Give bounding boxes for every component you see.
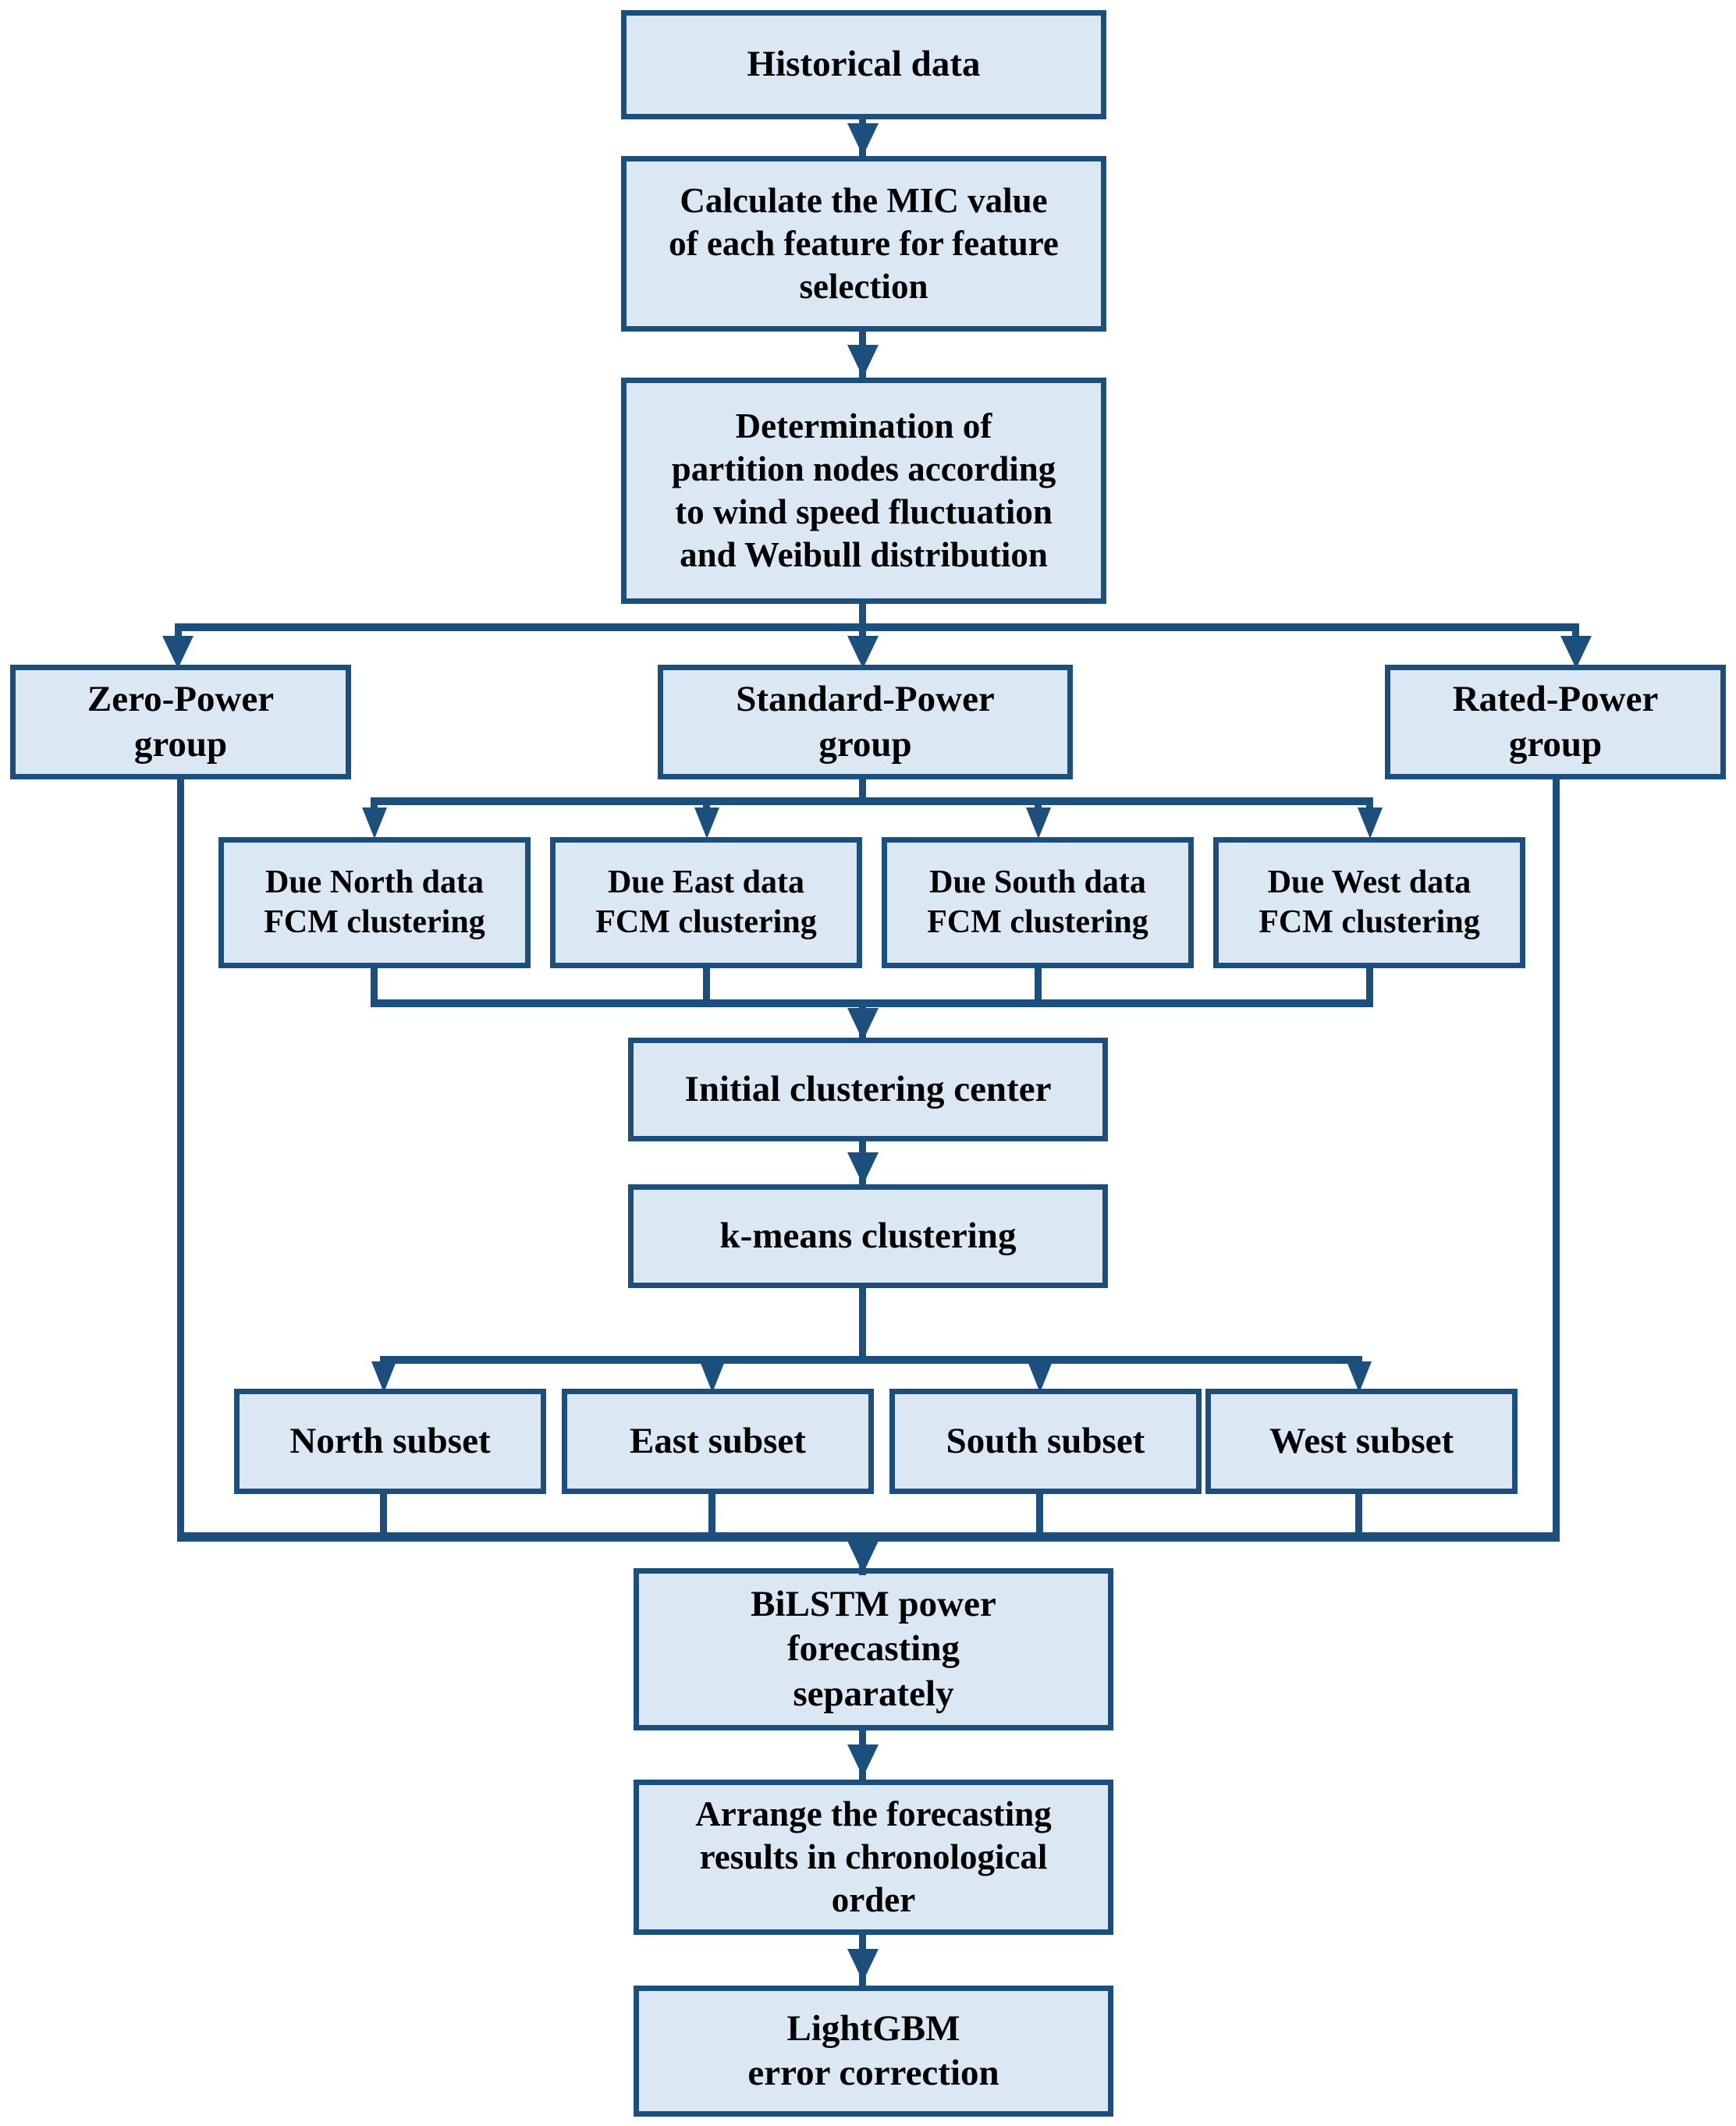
edge-partition-to-rated-power-drop [1572,623,1579,644]
edge-standard-to-fcm-west-drop [1366,797,1373,813]
node-partition-nodes-label: Determination of partition nodes accordi… [671,406,1056,574]
edge-historical-to-mic-arrowhead [847,123,879,156]
node-fcm-south-label: Due South data FCM clustering [927,864,1148,940]
node-bilstm[interactable]: BiLSTM power forecasting separately [634,1568,1113,1730]
edge-standard-to-fcm-north-drop [371,797,378,813]
node-east-subset-label: East subset [630,1420,806,1461]
node-fcm-south[interactable]: Due South data FCM clustering [882,837,1194,968]
edge-partition-stem [859,604,866,627]
node-partition-nodes[interactable]: Determination of partition nodes accordi… [621,378,1106,604]
node-west-subset-label: West subset [1269,1420,1454,1461]
edge-kmeans-to-east-subset-arrowhead [700,1361,725,1393]
node-standard-power-group[interactable]: Standard-Power group [658,665,1073,779]
node-fcm-east-label: Due East data FCM clustering [595,864,817,940]
edge-fcm-south-riser [1035,968,1042,1006]
edge-rated-power-to-bilstm-vertical [1553,779,1560,1540]
edge-bottom-merge-bar [177,1532,1560,1542]
edge-standard-to-fcm-south-arrowhead [1026,807,1051,839]
edge-east-subset-riser [708,1494,715,1539]
edge-initial-center-to-kmeans-arrowhead [847,1152,879,1185]
edge-partition-to-standard-power-arrowhead [847,636,879,669]
node-initial-clustering-center[interactable]: Initial clustering center [628,1038,1108,1141]
node-zero-power-group-label: Zero-Power group [87,679,275,765]
node-north-subset[interactable]: North subset [234,1389,546,1494]
edge-standard-to-fcm-south-drop [1035,797,1042,813]
edge-fcm-west-riser [1366,968,1373,1006]
node-east-subset[interactable]: East subset [562,1389,874,1494]
node-fcm-north[interactable]: Due North data FCM clustering [218,837,531,968]
edge-fcm-merge-bar [371,999,1373,1007]
edge-standard-to-fcm-east-drop [703,797,710,813]
node-west-subset[interactable]: West subset [1205,1389,1518,1494]
edge-standard-to-fcm-west-arrowhead [1358,807,1383,839]
node-rated-power-group-label: Rated-Power group [1452,679,1659,765]
edge-fcm-north-riser [371,968,378,1006]
edge-fcm-merge-arrowhead [847,1008,879,1041]
edge-partition-distribution-bar [175,623,1579,631]
edge-partition-to-zero-power-drop [175,623,182,644]
node-mic-value[interactable]: Calculate the MIC value of each feature … [621,156,1106,332]
node-lightgbm-label: LightGBM error correction [747,2007,999,2093]
edge-south-subset-riser [1036,1494,1043,1539]
edge-west-subset-riser [1355,1494,1362,1539]
node-south-subset-label: South subset [946,1420,1145,1461]
edge-kmeans-to-north-subset-arrowhead [371,1361,396,1393]
node-standard-power-group-label: Standard-Power group [736,679,995,765]
node-fcm-west-label: Due West data FCM clustering [1259,864,1480,940]
edge-kmeans-stem [859,1288,866,1360]
edge-standard-power-stem [859,779,866,803]
edge-arrange-to-lightgbm-arrowhead [847,1949,879,1982]
node-north-subset-label: North subset [289,1420,491,1461]
node-rated-power-group[interactable]: Rated-Power group [1385,665,1726,779]
edge-kmeans-distribution-bar [380,1356,1361,1364]
edge-bottom-merge-arrowhead [847,1541,879,1574]
edge-partition-to-standard-power-drop [859,623,866,644]
edge-standard-power-distribution-bar [371,797,1373,805]
edge-zero-power-to-bilstm-vertical [177,779,184,1540]
edge-kmeans-to-south-subset-arrowhead [1028,1361,1053,1393]
edge-kmeans-to-west-subset-arrowhead [1347,1361,1372,1393]
node-kmeans-clustering[interactable]: k-means clustering [628,1184,1108,1288]
node-fcm-east[interactable]: Due East data FCM clustering [550,837,862,968]
node-mic-value-label: Calculate the MIC value of each feature … [669,181,1059,306]
node-initial-clustering-center-label: Initial clustering center [684,1068,1052,1109]
node-arrange-results-label: Arrange the forecasting results in chron… [695,1794,1052,1919]
edge-fcm-east-riser [703,968,710,1006]
node-historical-data[interactable]: Historical data [621,10,1106,119]
edge-partition-to-rated-power-arrowhead [1560,636,1592,669]
node-bilstm-label: BiLSTM power forecasting separately [751,1584,996,1714]
node-arrange-results[interactable]: Arrange the forecasting results in chron… [634,1780,1113,1935]
edge-partition-to-zero-power-arrowhead [162,636,193,669]
edge-standard-to-fcm-north-arrowhead [362,807,387,839]
node-zero-power-group[interactable]: Zero-Power group [10,665,351,779]
node-historical-data-label: Historical data [747,44,981,85]
node-fcm-west[interactable]: Due West data FCM clustering [1213,837,1525,968]
node-fcm-north-label: Due North data FCM clustering [264,864,485,940]
node-lightgbm[interactable]: LightGBM error correction [634,1986,1113,2117]
edge-bilstm-to-arrange-arrowhead [847,1744,879,1777]
edge-standard-to-fcm-east-arrowhead [694,807,719,839]
edge-mic-to-partition-arrowhead [847,345,879,378]
edge-north-subset-riser [380,1494,387,1539]
node-south-subset[interactable]: South subset [889,1389,1202,1494]
node-kmeans-clustering-label: k-means clustering [719,1215,1017,1256]
